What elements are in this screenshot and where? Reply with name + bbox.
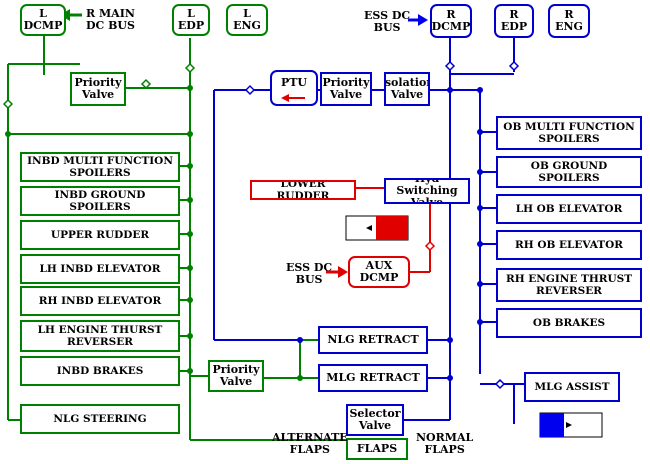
right-junction-dots [297,87,483,381]
isolation-valve[interactable]: IsolationValve [384,72,430,106]
lh-inbd-elevator[interactable]: LH INBD ELEVATOR [20,254,180,284]
inbd-ground-spoilers[interactable]: INBD GROUND SPOILERS [20,186,180,216]
inbd-brakes[interactable]: INBD BRAKES [20,356,180,386]
check-valve-icon [140,78,152,90]
ptu-box[interactable]: PTU [270,70,318,106]
lower-rudder[interactable]: LOWER RUDDER [250,180,356,200]
check-valve-icon [244,84,256,96]
check-valve-icon [184,62,196,74]
upper-rudder[interactable]: UPPER RUDDER [20,220,180,250]
lh-ob-elevator[interactable]: LH OB ELEVATOR [496,194,642,224]
ob-multi-function-spoilers[interactable]: OB MULTI FUNCTION SPOILERS [496,116,642,150]
check-valves [2,60,520,390]
check-valve-icon [2,98,14,110]
flaps-box[interactable]: FLAPS [346,438,408,460]
check-valve-icon [494,378,506,390]
nlg-retract[interactable]: NLG RETRACT [318,326,428,354]
ob-ground-spoilers[interactable]: OB GROUND SPOILERS [496,156,642,188]
rh-engine-thrust-reverser[interactable]: RH ENGINE THRUST REVERSER [496,268,642,302]
aux-bus-arrow-icon [326,266,348,278]
check-valve-icon [508,60,520,72]
rh-inbd-elevator[interactable]: RH INBD ELEVATOR [20,286,180,316]
ob-brakes[interactable]: OB BRAKES [496,308,642,338]
left-junction-dots [5,85,303,381]
inbd-multi-function-spoilers[interactable]: INBD MULTI FUNCTION SPOILERS [20,152,180,182]
mlg-assist[interactable]: MLG ASSIST [524,372,620,402]
rh-ob-elevator[interactable]: RH OB ELEVATOR [496,230,642,260]
lh-engine-thrust-reverser[interactable]: LH ENGINE THURST REVERSER [20,320,180,352]
mlg-retract[interactable]: MLG RETRACT [318,364,428,392]
nlg-steering[interactable]: NLG STEERING [20,404,180,434]
ptu-arrow-icon [281,94,305,102]
mlg-assist-actuator-icon [539,412,603,438]
check-valve-icon [444,60,456,72]
check-valve-icon [424,240,436,252]
lower-rudder-actuator-icon [345,215,409,241]
ess-dc-bus-arrow [418,14,428,26]
